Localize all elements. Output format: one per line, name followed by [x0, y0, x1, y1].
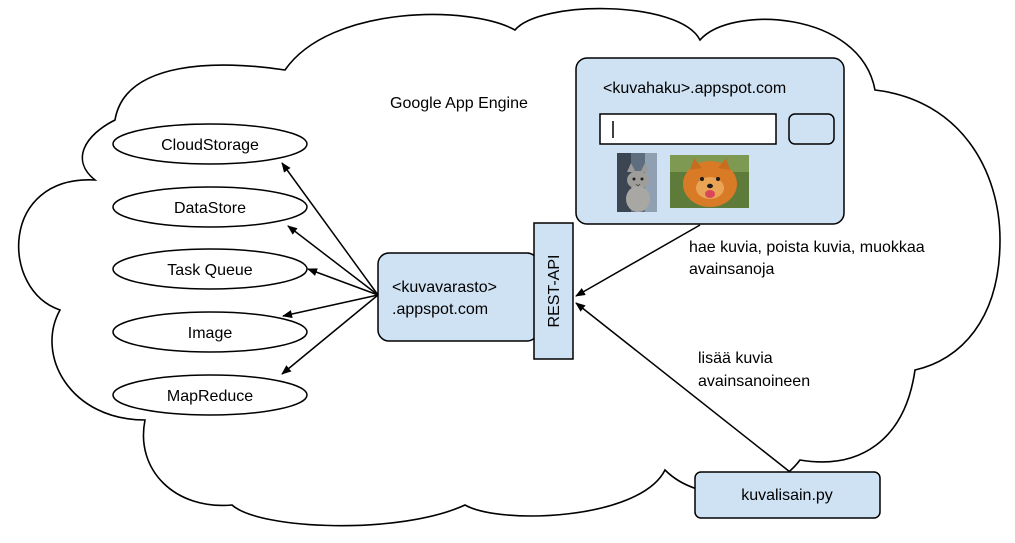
service-label: CloudStorage	[161, 137, 259, 154]
rest-api-bar: REST-API	[533, 222, 574, 360]
backend-name-line2: .appspot.com	[392, 301, 488, 318]
backend-node: <kuvavarasto> .appspot.com	[377, 252, 539, 342]
service-label: Image	[188, 325, 233, 342]
script-action-line2: avainsanoineen	[698, 373, 810, 390]
service-mapreduce: MapReduce	[112, 374, 308, 416]
service-cloudstorage: CloudStorage	[112, 123, 308, 165]
script-node: kuvalisain.py	[694, 471, 881, 519]
script-label: kuvalisain.py	[741, 487, 833, 504]
frontend-action-note: hae kuvia, poista kuvia, muokkaa avainsa…	[685, 236, 975, 282]
search-input[interactable]	[599, 113, 777, 145]
service-label: MapReduce	[167, 388, 253, 405]
script-action-note: lisää kuvia avainsanoineen	[694, 347, 839, 393]
frontend-action-line2: avainsanoja	[689, 261, 775, 278]
backend-box	[377, 252, 539, 342]
service-arrows	[281, 162, 379, 375]
service-image: Image	[112, 311, 308, 353]
dog-photo	[670, 155, 749, 208]
arrow-to-cloudstorage	[281, 162, 379, 296]
service-datastore: DataStore	[112, 186, 308, 228]
script-action-line1: lisää kuvia	[698, 350, 773, 367]
backend-name-line1: <kuvavarasto>	[392, 279, 497, 296]
search-button[interactable]	[788, 113, 835, 145]
script-box	[694, 471, 881, 519]
arrow-to-datastore	[287, 225, 379, 296]
arrow-to-image	[282, 294, 379, 318]
rest-api-label: REST-API	[546, 255, 563, 328]
service-label: DataStore	[174, 200, 246, 217]
arrow-script-to-api	[575, 302, 791, 473]
cat-photo	[617, 153, 657, 212]
arrow-frontend-to-api	[575, 224, 701, 297]
frontend-action-line1: hae kuvia, poista kuvia, muokkaa	[689, 239, 925, 256]
frontend-app: <kuvahaku>.appspot.com	[575, 57, 845, 225]
cloud-label: Google App Engine	[390, 95, 528, 112]
arrow-to-mapreduce	[281, 294, 379, 375]
service-label: Task Queue	[167, 262, 252, 279]
service-task-queue: Task Queue	[112, 248, 308, 290]
frontend-title: <kuvahaku>.appspot.com	[603, 80, 786, 97]
arrow-to-task-queue	[307, 268, 379, 296]
